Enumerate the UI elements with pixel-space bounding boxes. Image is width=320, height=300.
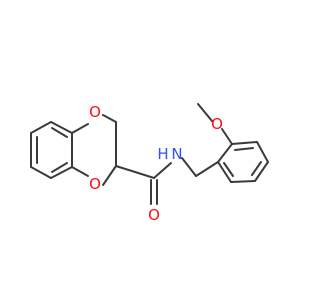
bond (254, 161, 269, 182)
bond (195, 161, 219, 177)
hydrogen-atom-label: H (157, 145, 168, 163)
bond (102, 165, 117, 186)
bond (230, 180, 256, 183)
bond (71, 166, 89, 177)
bond (50, 121, 73, 134)
bond (71, 123, 89, 134)
bond (30, 166, 52, 179)
aromatic-inner-bond (223, 162, 234, 177)
aromatic-inner-bond (51, 162, 68, 173)
dioxane-ring (71, 114, 117, 186)
bond (197, 103, 213, 122)
bond (231, 141, 258, 145)
benzodioxane-benzene-ring (30, 121, 73, 179)
atom-labels: O O O O N H (89, 103, 223, 224)
methoxybenzyl-group (195, 103, 269, 183)
oxygen-atom-label: O (148, 206, 160, 224)
bond (102, 114, 117, 123)
bond (153, 162, 172, 179)
oxygen-atom-label: O (89, 103, 101, 121)
oxygen-atom-label: O (211, 115, 223, 133)
aromatic-inner-bond (51, 127, 68, 138)
bond (50, 166, 73, 179)
aromatic-inner-bond (234, 147, 254, 151)
amide-group (115, 157, 197, 205)
bond (181, 157, 197, 177)
nitrogen-atom-label: N (171, 145, 182, 163)
bond (115, 165, 155, 179)
bond (217, 161, 232, 183)
oxygen-atom-label: O (89, 175, 101, 193)
bond (221, 128, 233, 145)
aromatic-inner-bond (251, 161, 262, 176)
bond (217, 143, 233, 163)
bond (256, 141, 269, 163)
molecule-structure-diagram: O O O O N H (30, 103, 269, 224)
bond (30, 121, 52, 134)
